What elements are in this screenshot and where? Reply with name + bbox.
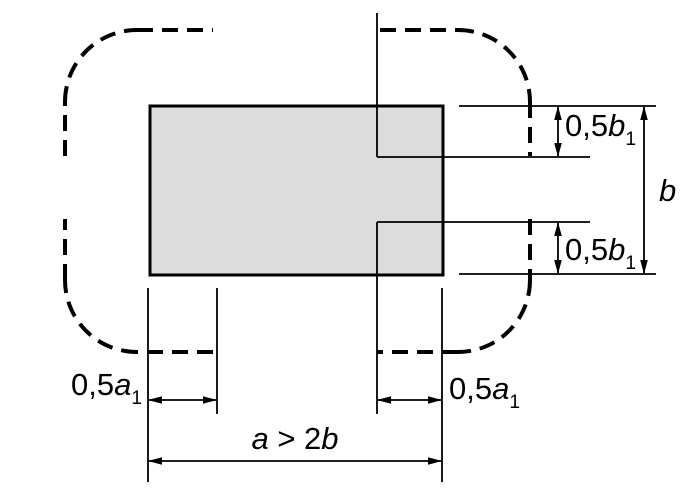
arrow-b-down <box>640 260 648 274</box>
label-a-constraint-relation: > 2 <box>268 421 322 456</box>
label-half-a1-right-variable: a <box>492 371 510 406</box>
label-a-constraint-var-b: b <box>321 421 339 456</box>
label-b-total: b <box>659 175 676 206</box>
dimension-lines <box>149 107 645 462</box>
label-half-b1-bottom-subscript: 1 <box>625 253 637 275</box>
arrow-a-right <box>428 457 442 465</box>
arrow-b1-bot-down <box>554 260 562 274</box>
label-half-b1-top: 0,5b1 <box>565 108 636 150</box>
label-a-constraint-var-a: a <box>251 421 269 456</box>
arrow-a1-left-l <box>148 396 162 404</box>
label-half-b1-top-prefix: 0,5 <box>565 108 609 143</box>
label-half-a1-left-prefix: 0,5 <box>71 367 115 402</box>
label-half-a1-left-subscript: 1 <box>131 388 143 410</box>
arrow-b1-top-up <box>554 106 562 120</box>
arrow-a1-right-l <box>377 396 391 404</box>
label-half-a1-right: 0,5a1 <box>449 371 520 413</box>
extension-lines <box>147 13 656 482</box>
arrowheads <box>148 106 648 465</box>
dashed-outline <box>63 28 532 354</box>
label-a-constraint: a > 2b <box>251 423 338 454</box>
component-body <box>148 104 445 277</box>
arrow-a-left <box>148 457 162 465</box>
arrow-a1-right-r <box>428 396 442 404</box>
arrow-b1-top-down <box>554 143 562 157</box>
label-half-b1-top-subscript: 1 <box>625 129 637 151</box>
label-half-b1-bottom-prefix: 0,5 <box>565 232 609 267</box>
label-half-a1-right-prefix: 0,5 <box>449 371 493 406</box>
label-half-b1-top-variable: b <box>608 108 626 143</box>
label-half-a1-left-variable: a <box>114 367 132 402</box>
label-half-b1-bottom-variable: b <box>608 232 626 267</box>
label-half-a1-left: 0,5a1 <box>71 367 142 409</box>
arrow-a1-left-r <box>203 396 217 404</box>
label-half-b1-bottom: 0,5b1 <box>565 232 636 274</box>
label-half-a1-right-subscript: 1 <box>509 392 521 414</box>
label-b-total-variable: b <box>659 173 677 208</box>
arrow-b-up <box>640 106 648 120</box>
arrow-b1-bot-up <box>554 222 562 236</box>
